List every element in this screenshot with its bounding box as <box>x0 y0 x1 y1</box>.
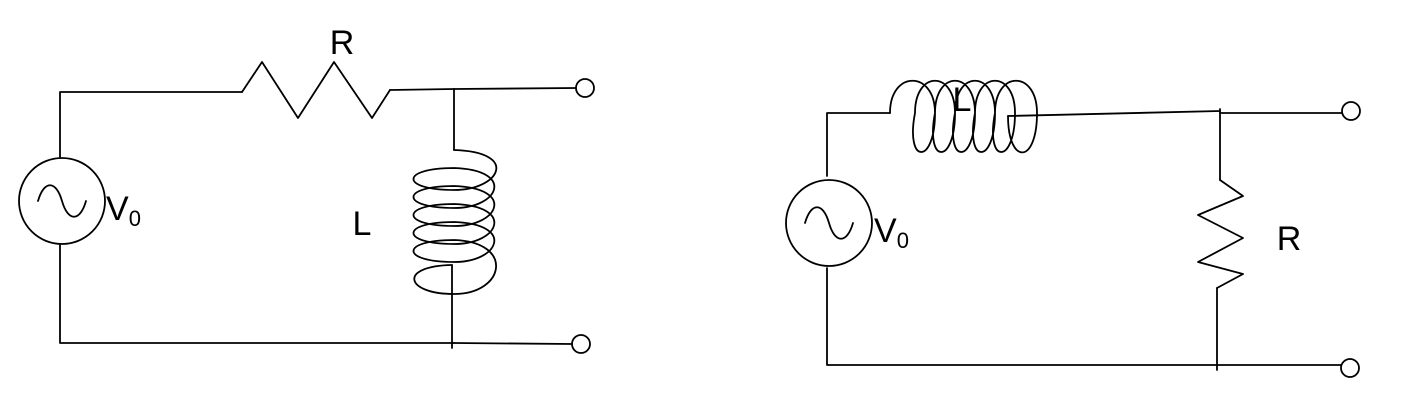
inductor-left <box>412 149 498 295</box>
source-label-subscript: 0 <box>129 206 141 231</box>
inductor-label-left: L <box>353 205 372 243</box>
terminal-left-top[interactable] <box>575 78 595 98</box>
resistor-left <box>241 61 391 119</box>
wire-right-source-top <box>826 112 891 177</box>
terminal-right-top[interactable] <box>1341 101 1361 121</box>
inductor-right <box>889 79 1038 154</box>
wire-right-inductor-to-node <box>1007 110 1221 117</box>
source-label-left: V0 <box>106 190 141 231</box>
circuit-right: L R V0 <box>785 79 1361 378</box>
source-label-main: V <box>106 190 129 228</box>
source-label-subscript: 0 <box>897 228 909 253</box>
terminal-left-bottom[interactable] <box>571 334 591 354</box>
wire-left-bottom-output <box>453 342 573 345</box>
resistor-label-left: R <box>330 24 355 62</box>
circuit-left: R L V0 <box>18 24 595 354</box>
sine-wave-icon <box>37 184 87 218</box>
sine-wave-icon <box>804 206 854 240</box>
resistor-label-right: R <box>1277 220 1302 258</box>
ac-source-left <box>18 157 106 245</box>
ac-source-right <box>785 179 873 267</box>
wire-right-source-bottom <box>826 267 1218 366</box>
source-label-main: V <box>874 212 897 250</box>
wire-left-source-bottom <box>59 244 455 344</box>
terminal-right-bottom[interactable] <box>1340 358 1360 378</box>
inductor-label-right: L <box>953 81 972 119</box>
resistor-right <box>1197 179 1244 289</box>
source-label-right: V0 <box>874 212 909 253</box>
wire-left-resistor-to-node <box>389 88 455 91</box>
wire-left-top-output <box>453 87 577 90</box>
wire-left-source-top <box>59 91 243 158</box>
